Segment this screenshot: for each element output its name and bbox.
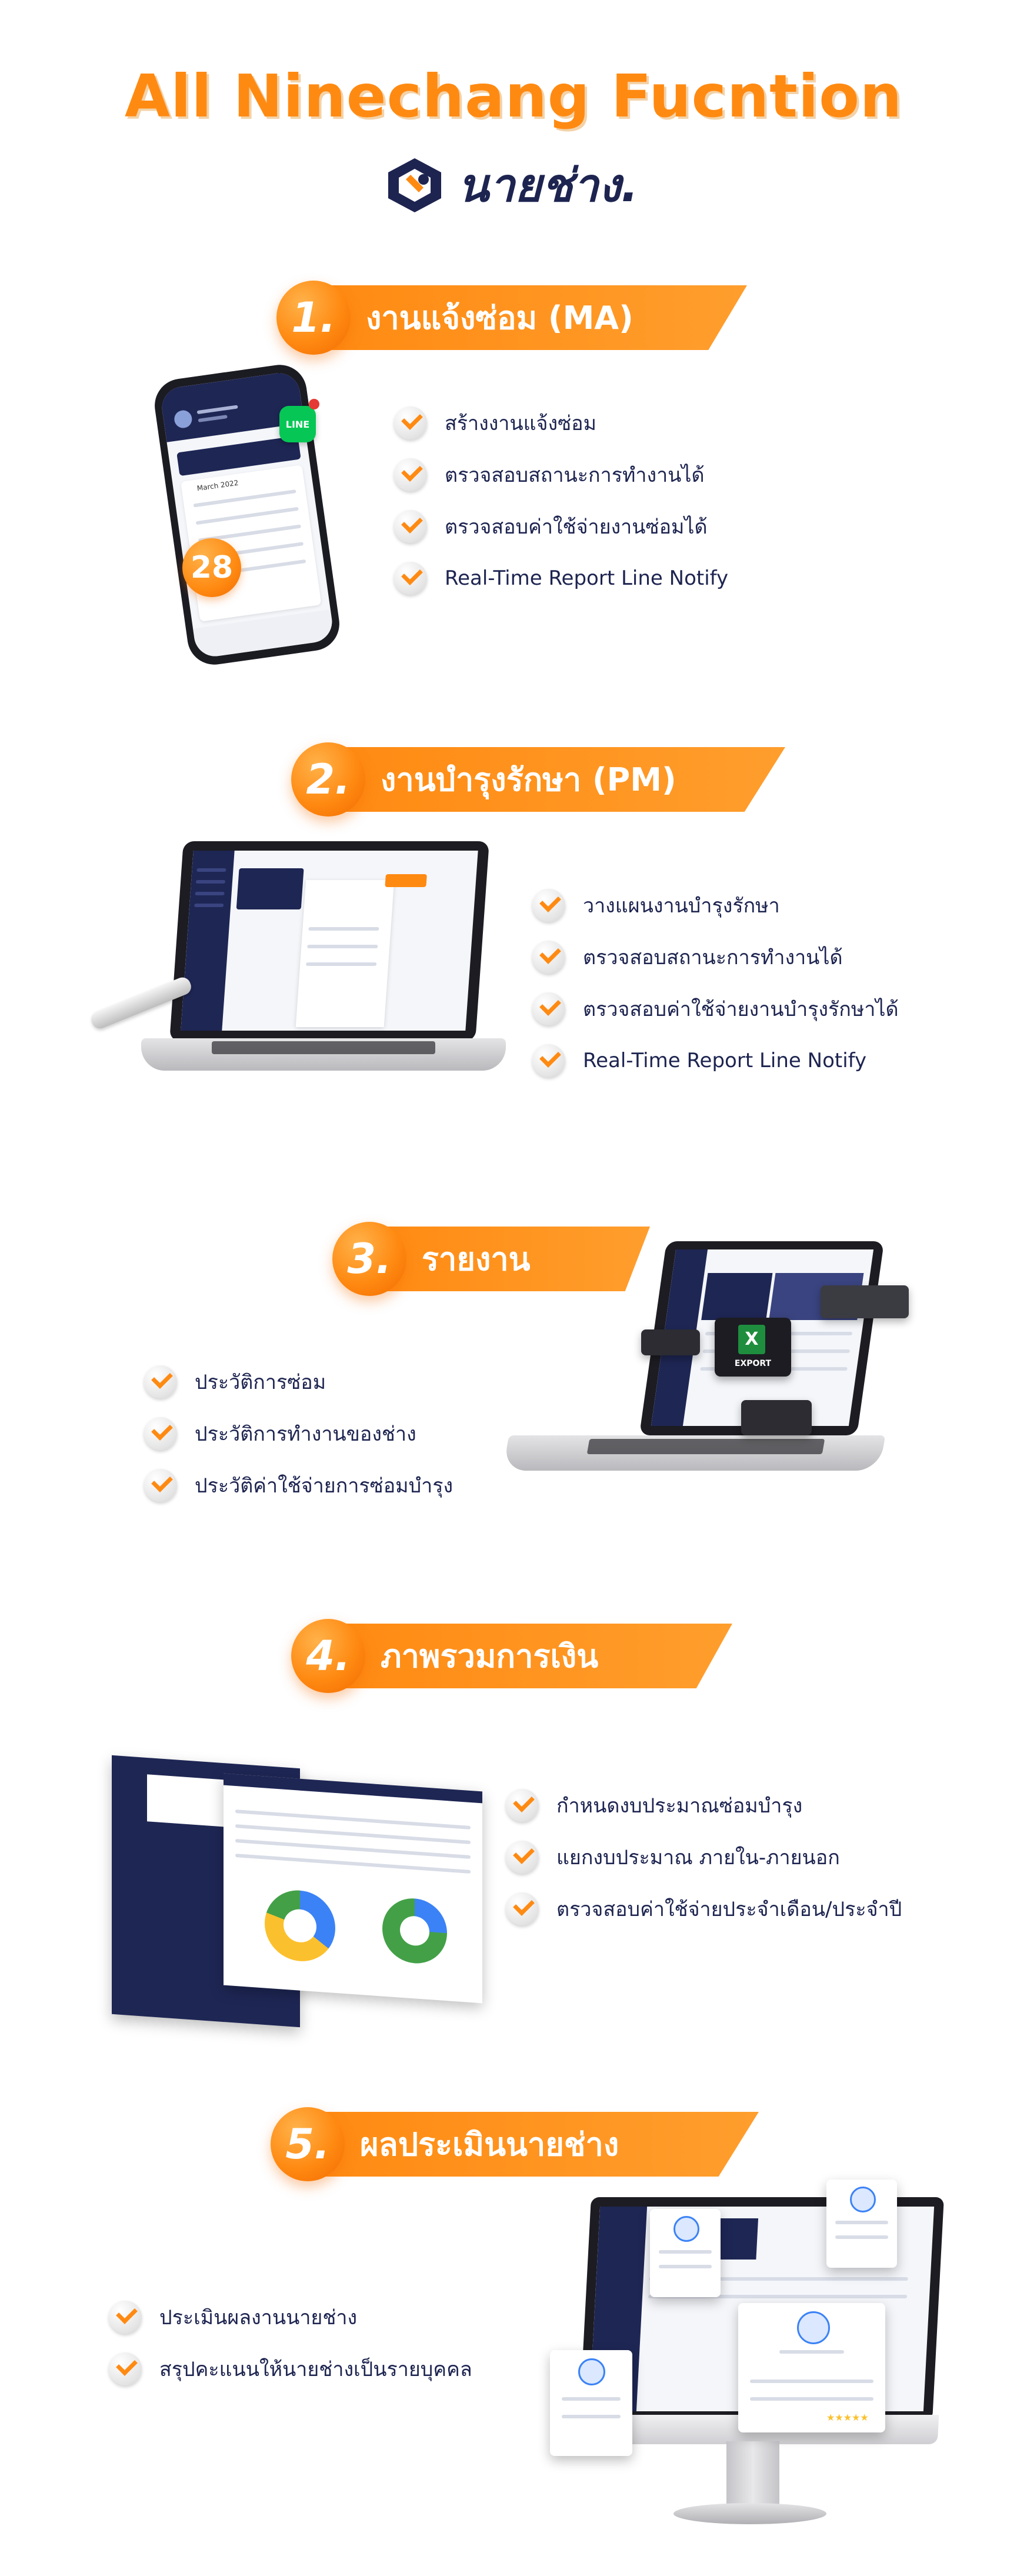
check-icon xyxy=(532,1044,565,1077)
rating-stars-icon: ★★★★★ xyxy=(826,2412,869,2423)
monitor-mockup: ★★★★★ xyxy=(550,2180,944,2544)
laptop-mockup xyxy=(502,1241,912,1494)
section-number-badge: 3. xyxy=(332,1222,406,1296)
check-icon xyxy=(532,941,565,974)
list-item: ตรวจสอบสถานะการทำงานได้ xyxy=(394,458,728,492)
user-card xyxy=(741,1400,812,1435)
list-item: ตรวจสอบค่าใช้จ่ายประจำเดือน/ประจำปี xyxy=(506,1892,902,1926)
section-title: งานบำรุงรักษา (PM) xyxy=(381,761,676,798)
check-icon xyxy=(394,458,427,491)
brand-logo: นายช่าง. xyxy=(382,150,647,221)
list-item: Real-Time Report Line Notify xyxy=(394,561,728,595)
check-icon xyxy=(506,1892,539,1925)
tool-card xyxy=(821,1285,909,1318)
section-1-feature-list: สร้างงานแจ้งซ่อม ตรวจสอบสถานะการทำงานได้… xyxy=(394,406,728,613)
brand-name: นายช่าง. xyxy=(458,159,639,212)
check-icon xyxy=(394,510,427,543)
section-number-badge: 2. xyxy=(291,742,365,817)
avatar xyxy=(797,2311,830,2344)
calendar-date-badge: 28 xyxy=(182,538,241,597)
check-icon xyxy=(394,406,427,439)
list-item: กำหนดงบประมาณซ่อมบำรุง xyxy=(506,1788,902,1822)
excel-export-icon: X EXPORT xyxy=(715,1318,791,1377)
section-4-banner: 4. ภาพรวมการเงิน xyxy=(291,1619,732,1693)
section-title: ผลประเมินนายช่าง xyxy=(360,2126,619,2163)
list-item: ตรวจสอบสถานะการทำงานได้ xyxy=(532,940,899,974)
check-icon xyxy=(109,2352,142,2385)
technician-card: ★★★★★ xyxy=(738,2303,885,2432)
technician-card xyxy=(550,2350,632,2456)
technician-card xyxy=(650,2209,721,2297)
check-icon xyxy=(506,1789,539,1822)
section-title: รายงาน xyxy=(422,1241,531,1278)
section-5-feature-list: ประเมินผลงานนายช่าง สรุปคะแนนให้นายช่างเ… xyxy=(109,2300,472,2404)
print-card xyxy=(641,1329,700,1355)
page-title: All Ninechang Fucntion xyxy=(124,62,903,131)
list-item: ประวัติค่าใช้จ่ายการซ่อมบำรุง xyxy=(144,1468,453,1502)
list-item: ประวัติการซ่อม xyxy=(144,1365,453,1399)
list-item: ประวัติการทำงานของช่าง xyxy=(144,1417,453,1451)
section-2-feature-list: วางแผนงานบำรุงรักษา ตรวจสอบสถานะการทำงาน… xyxy=(532,888,899,1095)
list-item: แยกงบประมาณ ภายใน-ภายนอก xyxy=(506,1840,902,1874)
technician-card xyxy=(826,2180,897,2268)
wrench-shield-icon xyxy=(388,158,441,212)
line-notify-badge: LINE xyxy=(279,406,316,442)
section-number-badge: 1. xyxy=(276,281,351,355)
check-icon xyxy=(394,562,427,595)
avatar xyxy=(578,2358,605,2385)
section-number-badge: 4. xyxy=(291,1619,365,1693)
finance-dashboard-mockup xyxy=(106,1755,488,2028)
list-item: ตรวจสอบค่าใช้จ่ายงานบำรุงรักษาได้ xyxy=(532,992,899,1026)
check-icon xyxy=(144,1365,177,1398)
list-item: สรุปคะแนนให้นายช่างเป็นรายบุคคล xyxy=(109,2352,472,2386)
check-icon xyxy=(144,1417,177,1450)
check-icon xyxy=(144,1469,177,1502)
section-2-banner: 2. งานบำรุงรักษา (PM) xyxy=(291,742,785,817)
list-item: สร้างงานแจ้งซ่อม xyxy=(394,406,728,440)
check-icon xyxy=(109,2301,142,2334)
avatar xyxy=(850,2187,876,2212)
laptop-mockup xyxy=(141,835,506,1082)
section-3-banner: 3. รายงาน xyxy=(332,1222,650,1296)
list-item: ตรวจสอบค่าใช้จ่ายงานซ่อมได้ xyxy=(394,509,728,544)
list-item: ประเมินผลงานนายช่าง xyxy=(109,2300,472,2334)
section-number-badge: 5. xyxy=(271,2107,345,2181)
check-icon xyxy=(506,1841,539,1874)
section-title: ภาพรวมการเงิน xyxy=(381,1638,599,1675)
list-item: วางแผนงานบำรุงรักษา xyxy=(532,888,899,922)
section-title: งานแจ้งซ่อม (MA) xyxy=(366,299,633,336)
avatar xyxy=(673,2216,699,2242)
section-3-feature-list: ประวัติการซ่อม ประวัติการทำงานของช่าง ปร… xyxy=(144,1365,453,1520)
check-icon xyxy=(532,889,565,922)
check-icon xyxy=(532,992,565,1025)
notification-dot xyxy=(309,399,319,409)
section-4-feature-list: กำหนดงบประมาณซ่อมบำรุง แยกงบประมาณ ภายใน… xyxy=(506,1788,902,1944)
section-1-banner: 1. งานแจ้งซ่อม (MA) xyxy=(276,281,747,355)
section-5-banner: 5. ผลประเมินนายช่าง xyxy=(271,2107,759,2181)
list-item: Real-Time Report Line Notify xyxy=(532,1044,899,1078)
